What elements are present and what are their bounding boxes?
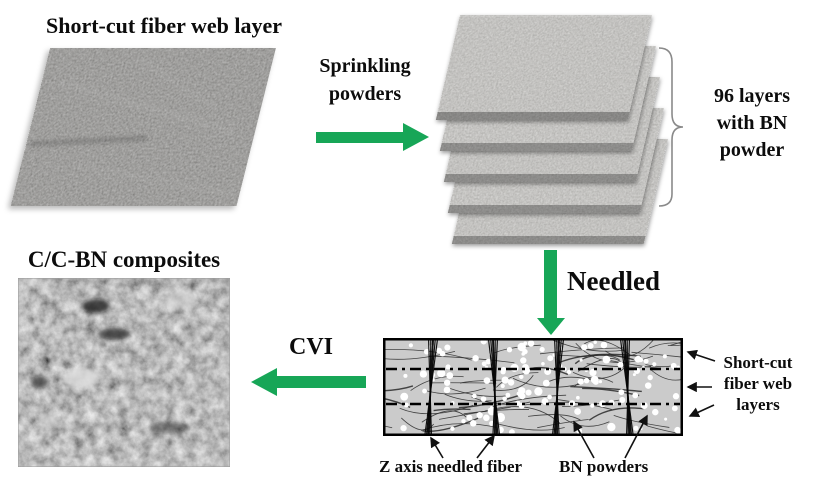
arrow-down-shaft (544, 250, 557, 319)
stack-count-label: 96 layers with BN powder (694, 83, 810, 164)
right-label-line3: layers (736, 395, 780, 414)
short-cut-fiber-web-layer-title: Short-cut fiber web layer (45, 13, 283, 38)
stack-layer-1 (435, 15, 652, 120)
arrow-right-shaft (316, 132, 403, 143)
stack-label-line3: powder (719, 139, 785, 161)
right-label-line2: fiber web (723, 374, 793, 393)
arrow-left-icon (251, 368, 277, 396)
arrow-down-icon (537, 318, 565, 335)
arrow-right-icon (403, 123, 429, 151)
composite-sem-photo (18, 278, 230, 467)
fiber-web-layers-label: Short-cut fiber web layers (708, 352, 808, 415)
stack-label-line2: with BN (716, 112, 788, 134)
arrow-left-shaft (277, 376, 366, 388)
needled-label: Needled (567, 266, 660, 296)
sem-texture (18, 278, 230, 467)
sprinkling-line2: powders (328, 83, 402, 105)
sprinkling-powders-label: Sprinkling powders (298, 52, 432, 108)
sprinkling-line1: Sprinkling (319, 55, 411, 77)
fiber-web-photo (10, 48, 276, 206)
fiber-web-texture (10, 48, 276, 206)
stack-label-line1: 96 layers (713, 85, 791, 107)
layer-stack (435, 15, 700, 255)
bn-powders-label: BN powders (559, 457, 649, 476)
cvi-label: CVI (288, 334, 333, 360)
needled-cross-section-schematic (383, 338, 683, 436)
composites-title: C/C-BN composites (27, 247, 221, 272)
right-label-line1: Short-cut (723, 353, 793, 372)
z-axis-needled-fiber-label: Z axis needled fiber (379, 457, 523, 476)
